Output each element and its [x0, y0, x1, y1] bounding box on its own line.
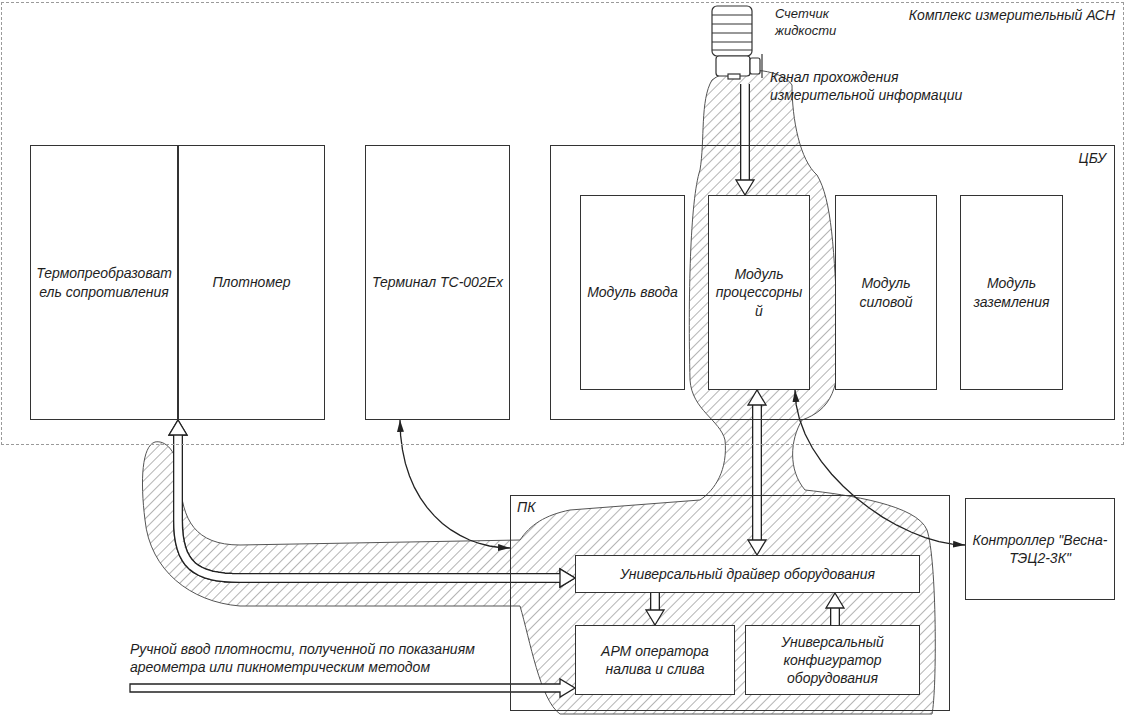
note-label: Канал прохождения измерительной информац…	[770, 68, 970, 104]
hollow-arrowhead	[169, 420, 187, 435]
data-flow-arrow	[748, 390, 766, 555]
module-box: Контроллер "Весна-ТЭЦ2-3К"	[965, 498, 1115, 600]
complex-region: Комплекс измерительный АСН Термопреобразо…	[1, 2, 1124, 445]
arrow-fill	[741, 84, 748, 180]
hollow-arrowhead	[748, 390, 766, 405]
pc-box: ПК Универсальный драйвер оборудованияАРМ …	[510, 495, 950, 711]
arrow-outline	[178, 435, 560, 578]
module-box: Модуль ввода	[580, 195, 685, 390]
box-text: Модуль силовой	[841, 274, 931, 310]
module-box: Терминал TC-002Ex	[365, 145, 510, 420]
box-text: Универсальный конфигуратор оборудования	[751, 633, 914, 688]
arrow-outline	[830, 608, 840, 625]
module-box: Термопреобразователь сопротивления	[30, 145, 178, 420]
heading-text: Счетчик жидкости	[775, 6, 861, 40]
hollow-arrowhead	[748, 540, 766, 555]
arrow-fill	[178, 435, 560, 578]
arrow-fill	[831, 608, 838, 625]
hollow-arrowhead	[646, 610, 664, 625]
heading-text: Комплекс измерительный АСН	[909, 6, 1115, 24]
arrow-fill	[753, 405, 760, 540]
box-text: Модуль ввода	[587, 283, 678, 301]
link-arrow	[400, 420, 510, 548]
hatched-channel	[142, 70, 935, 714]
hollow-arrowhead	[826, 593, 844, 608]
note-label: Ручной ввод плотности, полученной по пок…	[130, 640, 510, 676]
module-box: Модуль силовой	[835, 195, 937, 390]
module-box: Универсальный драйвер оборудования	[575, 555, 920, 593]
arrow-outline	[178, 435, 560, 578]
box-text: Контроллер "Весна-ТЭЦ2-3К"	[971, 531, 1109, 567]
thin-connector	[795, 390, 965, 545]
data-flow-arrow	[826, 593, 844, 625]
thin-connector	[400, 420, 510, 548]
arrow-fill	[178, 435, 560, 578]
box-text: Плотномер	[212, 273, 290, 291]
arrow-outline	[650, 593, 660, 610]
hollow-arrowhead	[560, 569, 575, 587]
control-unit-housing: ЦБУ Модуль ввода Модуль процессорный Модуль…	[550, 145, 1115, 420]
module-box: Плотномер	[178, 145, 325, 420]
box-text: Термопреобразователь сопротивления	[36, 264, 172, 300]
module-box: Модуль заземления	[960, 195, 1063, 390]
arrow-fill	[651, 593, 658, 610]
heading-text: ПК	[517, 498, 535, 516]
manual-input-arrow	[130, 679, 575, 697]
module-box: АРМ оператора налива и слива	[575, 625, 735, 695]
hollow-arrowhead	[169, 420, 187, 435]
module-box: Модуль процессорный	[708, 195, 810, 390]
arrow-outline	[752, 405, 762, 540]
data-flow-arrow	[169, 420, 575, 587]
box-text: Модуль заземления	[966, 274, 1057, 310]
hollow-arrowhead	[560, 569, 575, 587]
box-text: Универсальный драйвер оборудования	[620, 565, 875, 583]
module-box: Универсальный конфигуратор оборудования	[745, 625, 920, 695]
link-arrow	[795, 390, 965, 545]
box-text: Модуль процессорный	[714, 265, 804, 320]
box-text: Терминал TC-002Ex	[372, 273, 503, 291]
data-flow-arrow	[646, 593, 664, 625]
arrow-outline	[740, 84, 750, 180]
data-flow-arrow	[169, 420, 575, 587]
liquid-meter-illustration	[712, 6, 762, 79]
data-flow-arrow	[736, 84, 754, 195]
hollow-arrowhead	[736, 180, 754, 195]
heading-text: ЦБУ	[1079, 149, 1106, 167]
box-text: АРМ оператора налива и слива	[581, 642, 729, 678]
